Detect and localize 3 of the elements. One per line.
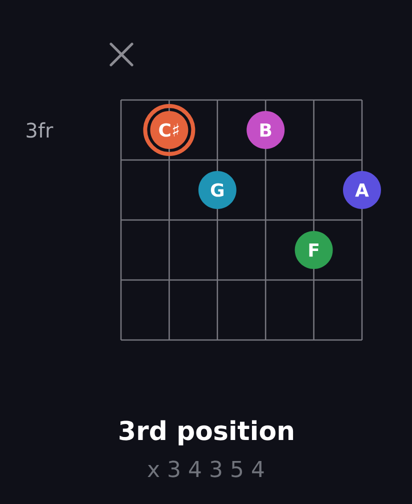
fingering-text: x 3 4 3 5 4	[148, 460, 264, 478]
fret-number: 3fr	[26, 122, 54, 138]
title: 3rd position	[120, 420, 294, 446]
